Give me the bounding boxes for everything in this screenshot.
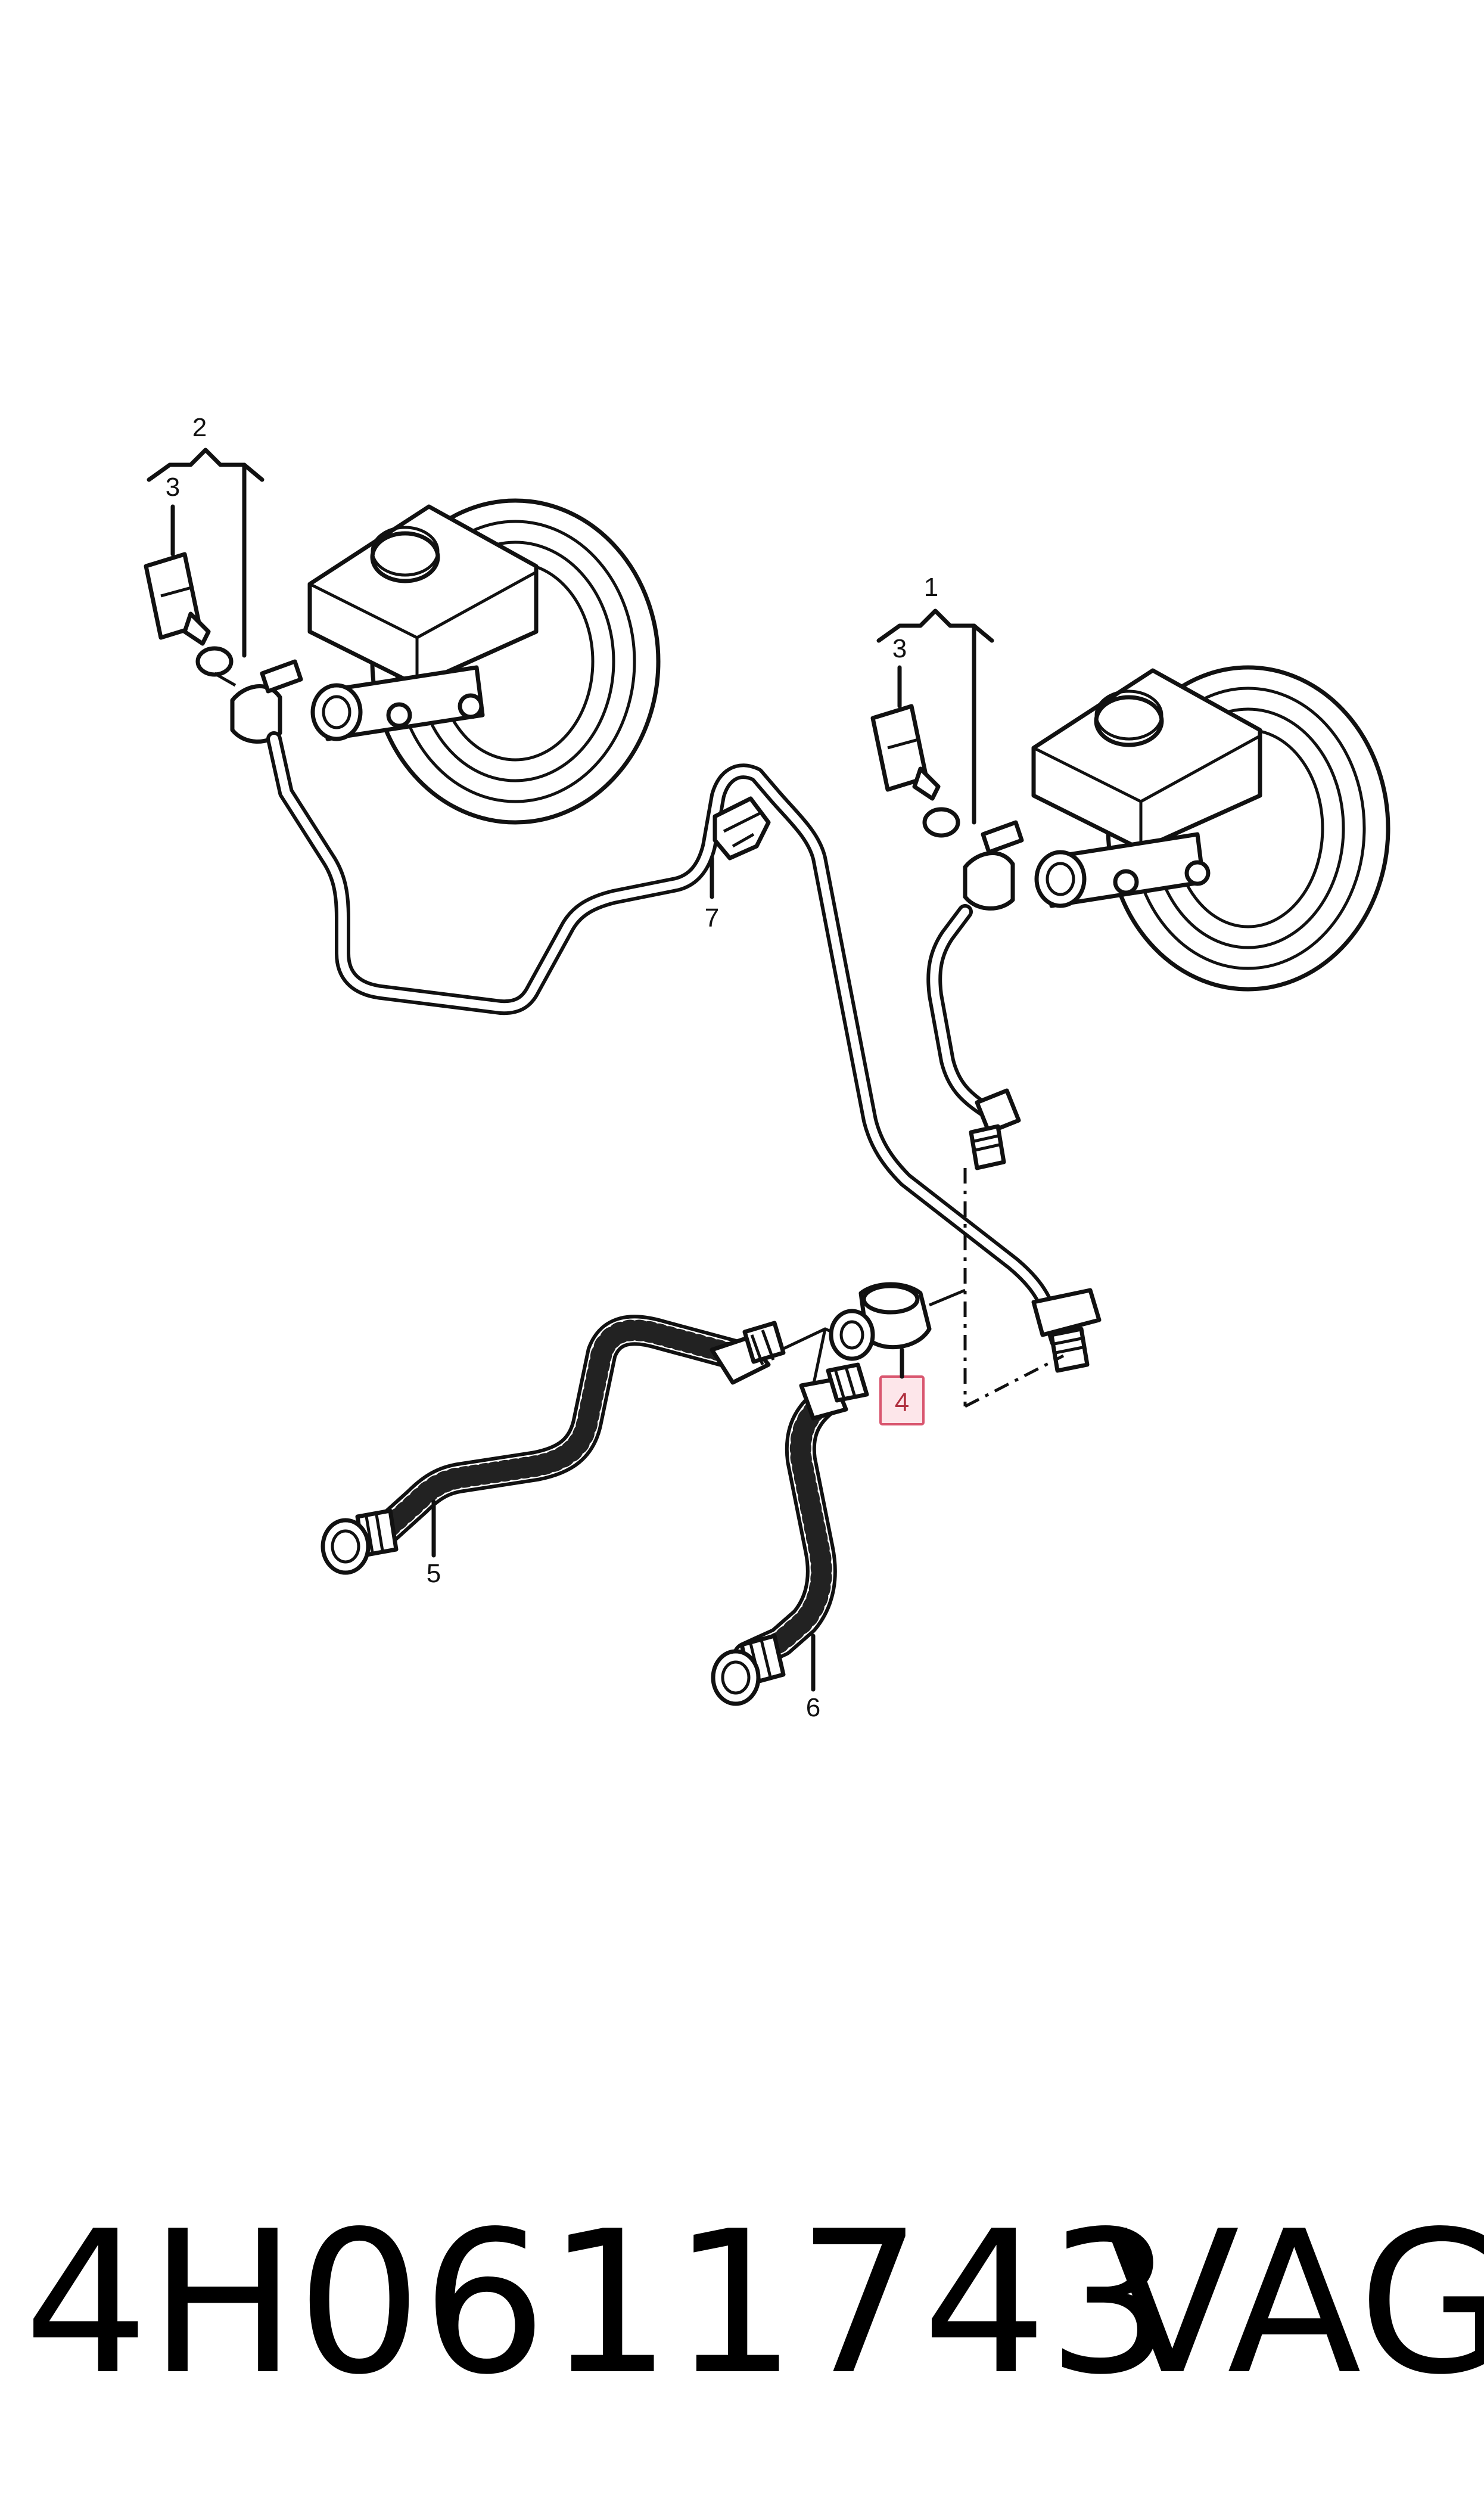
callout-2: 2 [192,413,207,442]
callout-7: 7 [705,903,719,933]
check-valve [829,1282,932,1361]
pipe-clip [713,796,771,861]
brake-booster-left [307,498,661,825]
callout-5: 5 [427,1559,441,1588]
callout-3-left: 3 [166,473,180,502]
vacuum-line-left [266,731,1102,1373]
hose-6 [711,1362,869,1706]
part-number-label: 4H0611743 [24,2189,1172,2418]
vacuum-line-right [926,904,1021,1170]
callout-4[interactable]: 4 [895,1388,909,1417]
hose-5 [321,1315,786,1575]
pressure-sensor-left [144,552,303,744]
callout-3-right: 3 [892,634,907,663]
brake-booster-right [1031,665,1390,992]
callout-1: 1 [924,573,938,602]
brand-label: VAG [1105,2189,1484,2418]
assembly-leader-lines [767,1168,1065,1408]
pressure-sensor-right [870,704,1024,911]
callout-6: 6 [806,1693,820,1722]
